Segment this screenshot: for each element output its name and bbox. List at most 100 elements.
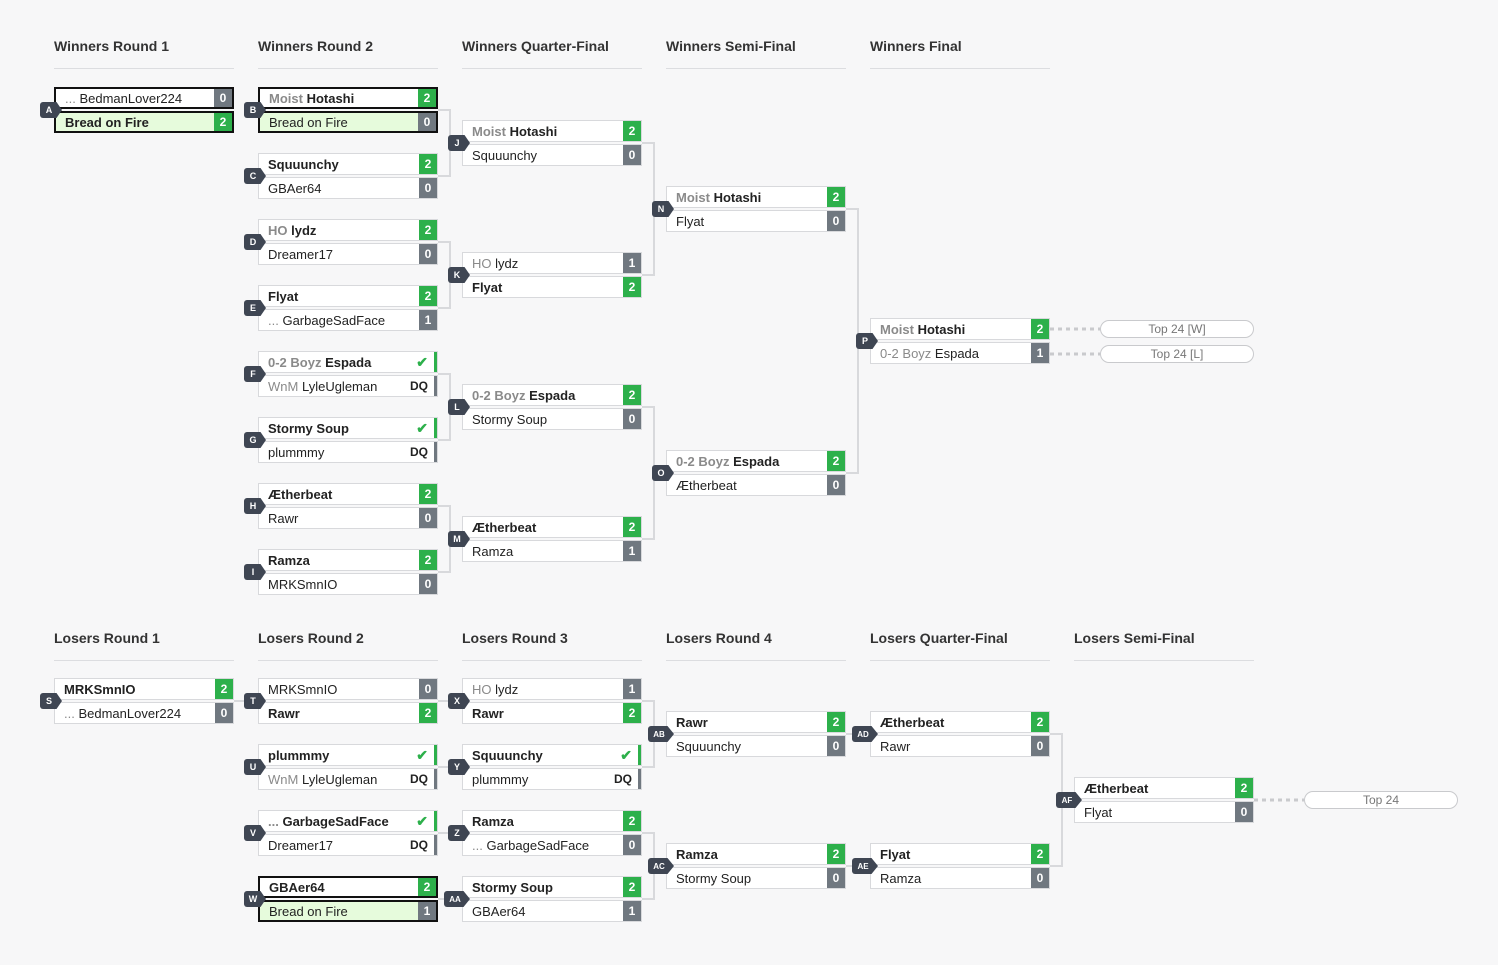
match-identifier-badge: B xyxy=(244,102,266,118)
player-row[interactable]: Stormy Soup✔ xyxy=(258,417,438,439)
player-row[interactable]: 0-2 Boyz Espada✔ xyxy=(258,351,438,373)
player-score: 2 xyxy=(419,550,437,570)
player-row[interactable]: ... GarbageSadFace✔ xyxy=(258,810,438,832)
player-tag: Squuunchy xyxy=(676,738,742,754)
player-name: Bread on Fire xyxy=(260,904,418,919)
player-prefix: 0-2 Boyz xyxy=(676,453,734,469)
player-tag: Ramza xyxy=(676,846,718,862)
player-name: ... GarbageSadFace xyxy=(259,814,416,829)
round-header-losers-qf: Losers Quarter-Final xyxy=(870,630,1050,661)
player-name: Ramza xyxy=(871,871,1031,886)
player-row[interactable]: plummmy✔ xyxy=(258,744,438,766)
player-prefix: Moist xyxy=(676,189,714,205)
player-row[interactable]: Squuunchy✔ xyxy=(462,744,642,766)
